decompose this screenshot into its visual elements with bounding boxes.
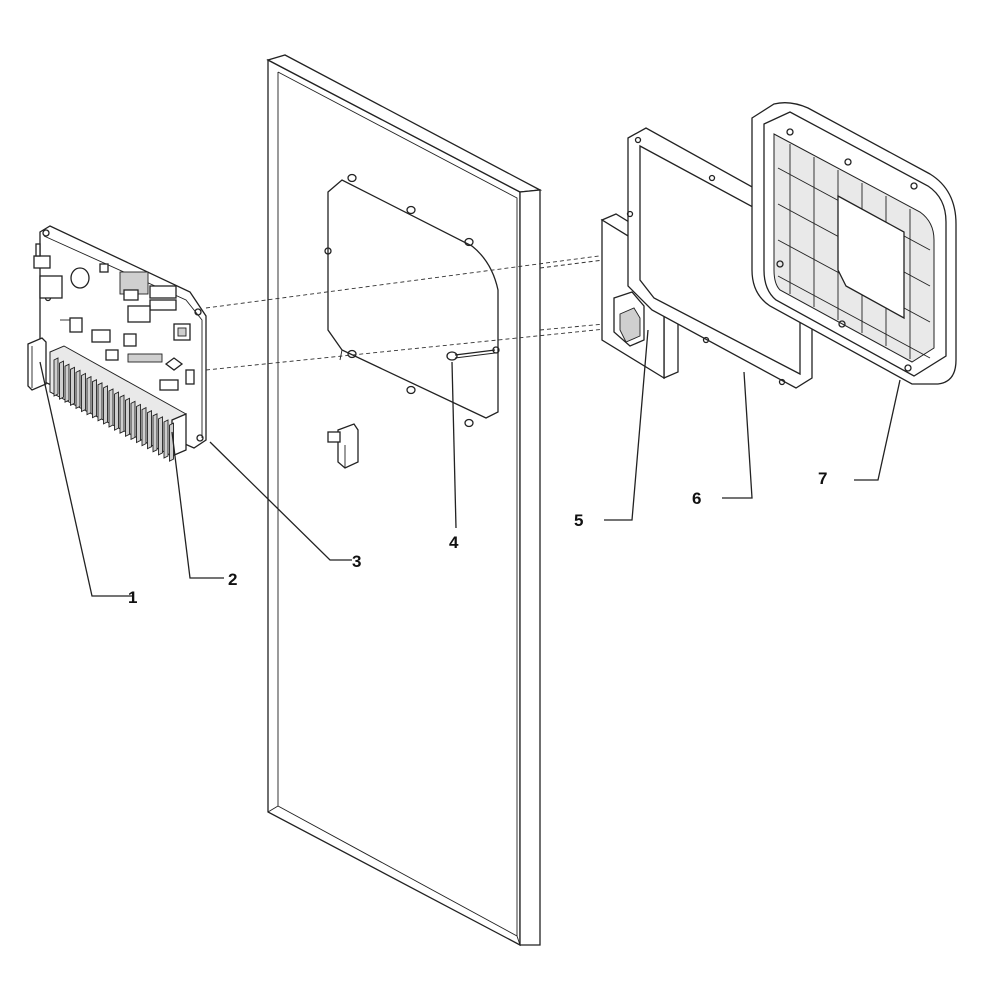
- terminal-tooth: [108, 388, 114, 428]
- housing-rib: [777, 275, 931, 359]
- terminal-tooth: [103, 385, 108, 425]
- terminal-tooth: [147, 409, 152, 450]
- terminal-tooth: [130, 400, 136, 441]
- terminal-tooth: [163, 419, 169, 459]
- callout-labels: 1 2 3 4 5 6 7: [128, 469, 827, 607]
- terminal-tooth: [136, 403, 141, 444]
- terminal-block: [49, 345, 187, 462]
- terminal-tooth: [70, 366, 75, 407]
- panel-clip: [327, 423, 359, 469]
- panel-mounting-holes: [324, 173, 500, 428]
- terminal-tooth: [152, 413, 158, 453]
- terminal-tooth: [114, 391, 119, 431]
- callout-5: 5: [574, 511, 583, 530]
- terminal-tooth: [97, 382, 103, 422]
- terminal-tooth: [59, 360, 64, 400]
- terminal-tooth: [158, 416, 163, 456]
- terminal-tooth: [141, 406, 147, 447]
- terminal-tooth: [53, 357, 59, 397]
- callout-1: 1: [128, 588, 137, 607]
- terminal-tooth: [81, 372, 86, 413]
- circuit-board-assembly: [27, 225, 207, 462]
- callout-7: 7: [818, 469, 827, 488]
- terminal-tooth: [86, 375, 92, 416]
- wall-panel: [266, 54, 543, 947]
- terminal-tooth: [64, 363, 70, 403]
- terminal-tooth: [92, 378, 97, 419]
- screw: [446, 349, 496, 361]
- housing: [751, 102, 957, 385]
- callout-4: 4: [449, 533, 459, 552]
- side-connector: [27, 337, 47, 391]
- callout-6: 6: [692, 489, 701, 508]
- callout-3: 3: [352, 552, 361, 571]
- callout-2: 2: [228, 570, 237, 589]
- terminal-tooth: [75, 369, 81, 410]
- terminal-tooth: [119, 394, 125, 434]
- terminal-tooth: [125, 397, 130, 438]
- leader-lines: [39, 329, 901, 597]
